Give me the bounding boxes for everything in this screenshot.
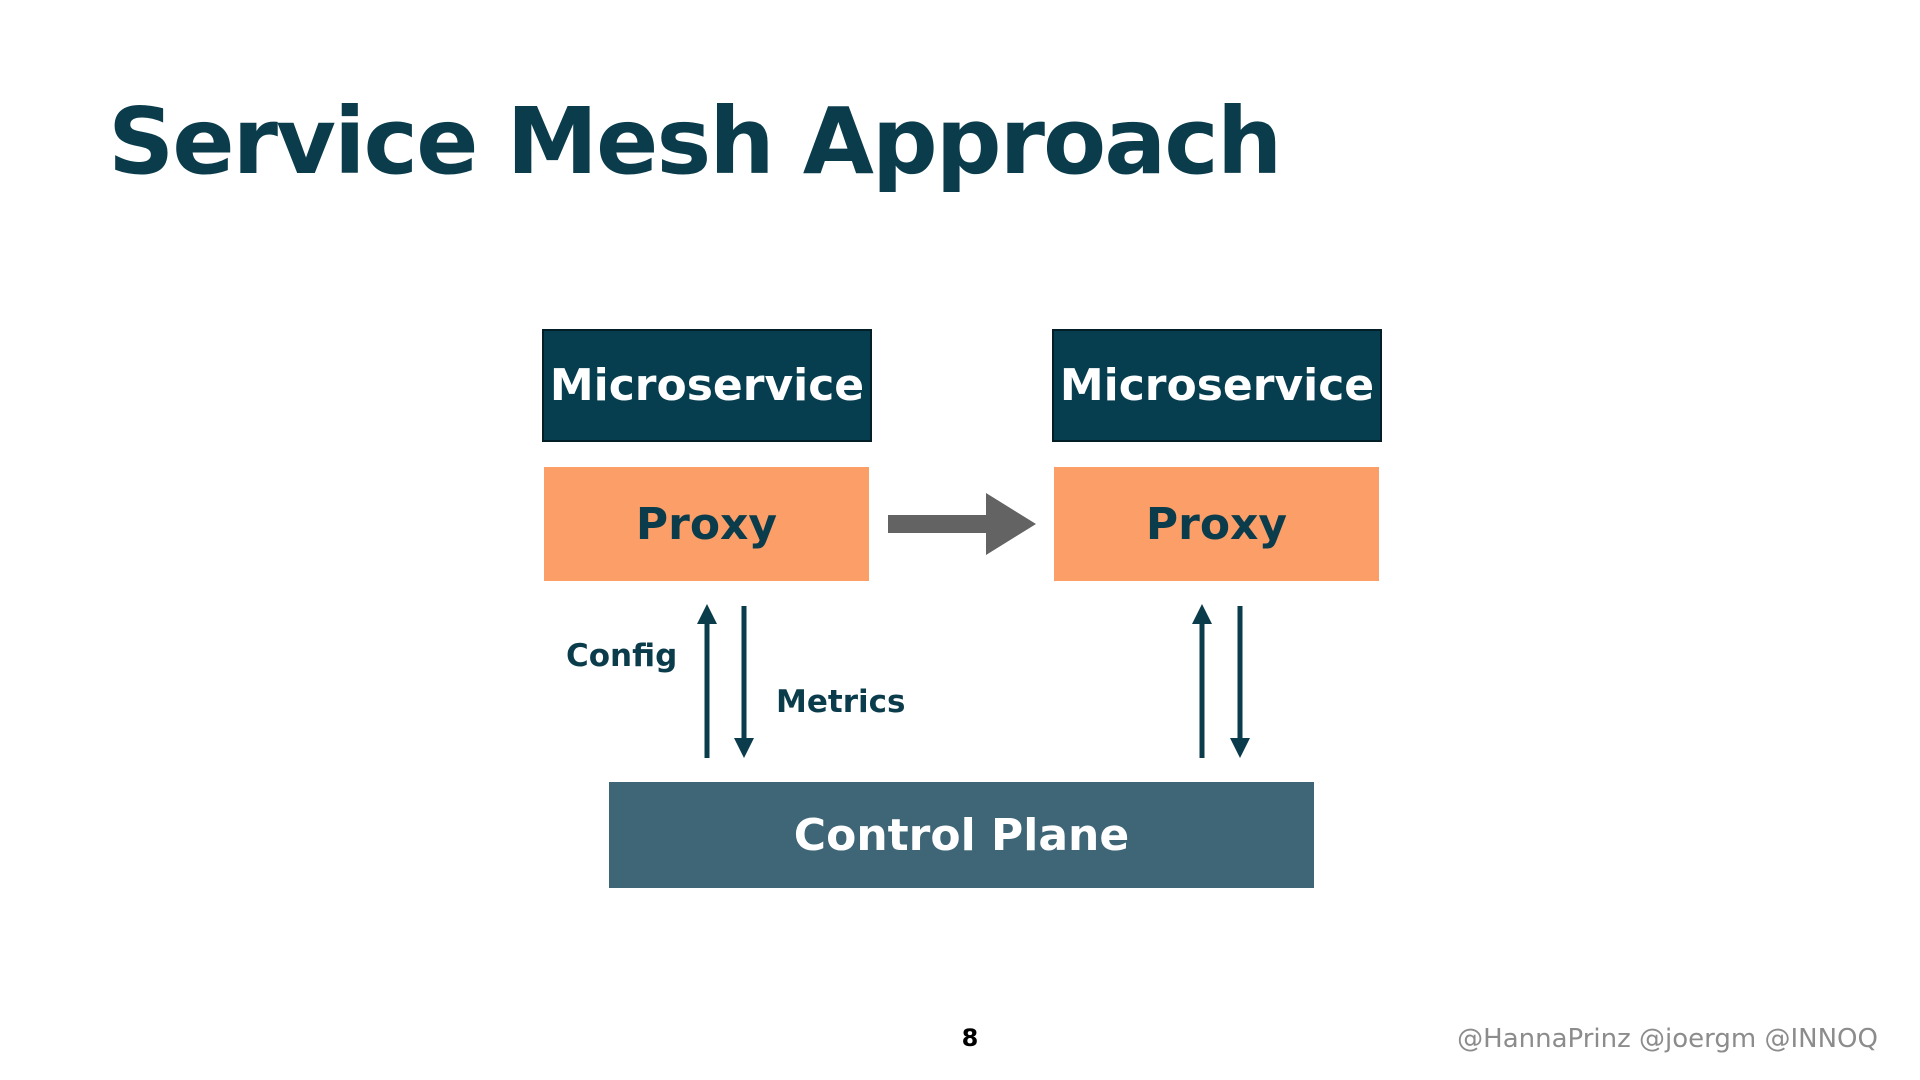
page-number: 8	[961, 1024, 979, 1052]
microservice-right-box: Microservice	[1052, 329, 1382, 442]
slide-title: Service Mesh Approach	[108, 88, 1282, 195]
metrics-down-arrow-left	[734, 606, 754, 758]
config-up-arrow-right	[1192, 604, 1212, 758]
microservice-left-box: Microservice	[542, 329, 872, 442]
control-plane-box: Control Plane	[609, 782, 1314, 888]
proxy-to-proxy-arrow	[888, 493, 1036, 555]
proxy-left-box: Proxy	[544, 467, 869, 581]
author-handles: @HannaPrinz @joergm @INNOQ	[1457, 1024, 1878, 1054]
metrics-label: Metrics	[776, 684, 906, 720]
config-up-arrow-left	[697, 604, 717, 758]
config-label: Config	[566, 638, 678, 674]
metrics-down-arrow-right	[1230, 606, 1250, 758]
proxy-right-box: Proxy	[1054, 467, 1379, 581]
